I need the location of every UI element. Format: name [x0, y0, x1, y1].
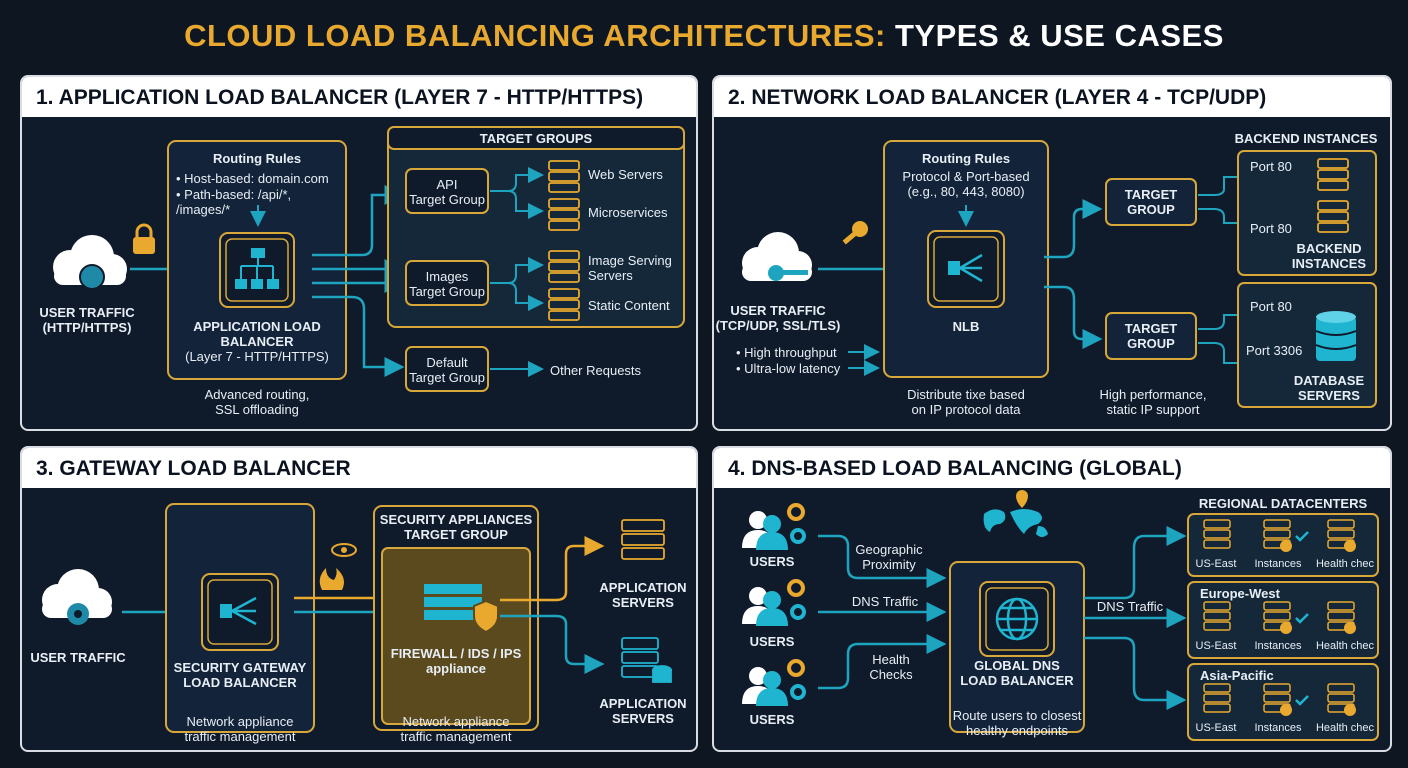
dns-diagram: [742, 490, 1379, 741]
users-icon: [742, 659, 806, 706]
server-icon: [621, 519, 665, 560]
nlb-rules-desc: Protocol & Port-based (e.g., 80, 443, 80…: [902, 169, 1030, 199]
dc2-health: Health chec: [1315, 640, 1375, 652]
lock-icon: [133, 223, 155, 254]
key-icon: [842, 221, 868, 245]
nlb-target-group-1: TARGET GROUP: [1124, 187, 1178, 217]
nlb-perf-caption: High performance, static IP support: [1099, 387, 1207, 417]
dns-users-2: USERS: [749, 634, 795, 649]
alb-web-servers: Web Servers: [588, 167, 663, 182]
server-db-icon: [621, 637, 672, 683]
dns-panel: 4. DNS-BASED LOAD BALANCING (GLOBAL): [712, 446, 1392, 752]
alb-images-group: Images Target Group: [409, 269, 485, 299]
server-icon: [548, 160, 580, 321]
dns-users-3: USERS: [749, 712, 795, 727]
nlb-lb-name: NLB: [952, 319, 980, 334]
alb-diagram: [53, 126, 685, 392]
glb-app-servers-1: APPLICATION SERVERS: [599, 580, 687, 610]
nlb-port3306: Port 3306: [1246, 343, 1303, 358]
dns-regional-title: REGIONAL DATACENTERS: [1198, 496, 1368, 511]
dc2-us-east: US-East: [1195, 640, 1237, 652]
dc3-health: Health chec: [1315, 722, 1375, 734]
alb-rules-path: • Path-based: /api/*, /images/*: [176, 187, 292, 217]
alb-rules-host: • Host-based: domain.com: [176, 171, 329, 186]
alb-groups-title: TARGET GROUPS: [479, 131, 593, 146]
world-map-icon: [983, 490, 1048, 537]
nlb-port80-a: Port 80: [1250, 159, 1292, 174]
cloud-gear-icon: [42, 569, 112, 625]
fire-eye-icon: [319, 543, 357, 590]
nlb-heading: 2. NETWORK LOAD BALANCER (LAYER 4 - TCP/…: [714, 77, 1390, 117]
nlb-diagram: [742, 140, 1377, 408]
glb-panel: 3. GATEWAY LOAD BALANCER: [20, 446, 698, 752]
dc3-instances: Instances: [1254, 722, 1302, 734]
glb-lb-caption: Network appliance traffic management: [184, 714, 296, 744]
alb-lb-name: APPLICATION LOAD BALANCER: [193, 319, 321, 349]
alb-microservices: Microservices: [588, 205, 668, 220]
dc1-instances: Instances: [1254, 558, 1302, 570]
nlb-high-throughput: • High throughput: [736, 345, 837, 360]
check-badge-icons: [1280, 540, 1356, 716]
network-icon: [948, 253, 983, 283]
glb-lb-name: SECURITY GATEWAY LOAD BALANCER: [173, 660, 307, 690]
dns-caption: Route users to closest healthy endpoints: [952, 708, 1082, 738]
glb-appliance-caption: Network appliance traffic management: [400, 714, 512, 744]
nlb-low-latency: • Ultra-low latency: [736, 361, 841, 376]
dc3-us-east: US-East: [1195, 722, 1237, 734]
users-icon: [742, 503, 806, 550]
dns-lb-name: GLOBAL DNS LOAD BALANCER: [960, 658, 1074, 688]
nlb-backend-title: BACKEND INSTANCES: [1234, 131, 1378, 146]
page-title: CLOUD LOAD BALANCING ARCHITECTURES: TYPE…: [184, 18, 1224, 53]
nlb-port80-c: Port 80: [1250, 299, 1292, 314]
nlb-rules-title: Routing Rules: [921, 151, 1011, 166]
alb-heading: 1. APPLICATION LOAD BALANCER (LAYER 7 - …: [22, 77, 696, 117]
nlb-backend-label: BACKEND INSTANCES: [1291, 241, 1367, 271]
dns-health: Health Checks: [869, 652, 913, 682]
alb-image-serving: Image Serving Servers: [588, 253, 672, 283]
alb-api-group: API Target Group: [409, 177, 485, 207]
nlb-db-label: DATABASE SERVERS: [1293, 373, 1365, 403]
glb-appliance-name: FIREWALL / IDS / IPS appliance: [390, 646, 522, 676]
cloud-icon: [53, 235, 127, 290]
dns-heading: 4. DNS-BASED LOAD BALANCING (GLOBAL): [714, 448, 1390, 488]
database-icon: [1315, 311, 1357, 361]
glb-diagram: [42, 503, 672, 733]
dc1-health: Health chec: [1315, 558, 1375, 570]
glb-user-traffic: USER TRAFFIC: [30, 650, 126, 665]
alb-default-group: Default Target Group: [409, 355, 485, 385]
dns-users-1: USERS: [749, 554, 795, 569]
users-icon: [742, 579, 806, 626]
alb-panel: 1. APPLICATION LOAD BALANCER (LAYER 7 - …: [20, 75, 698, 431]
glb-appliance-title: SECURITY APPLIANCES TARGET GROUP: [379, 512, 533, 542]
hierarchy-icon: [235, 248, 279, 289]
nlb-panel: 2. NETWORK LOAD BALANCER (LAYER 4 - TCP/…: [712, 75, 1392, 431]
dns-europe: Europe-West: [1200, 586, 1280, 601]
nlb-caption: Distribute tixe based on IP protocol dat…: [907, 387, 1025, 417]
dns-traffic-in: DNS Traffic: [851, 594, 919, 609]
alb-lb-sub: (Layer 7 - HTTP/HTTPS): [185, 349, 329, 364]
dns-geo: Geographic Proximity: [855, 542, 923, 572]
alb-user-traffic: USER TRAFFIC (HTTP/HTTPS): [39, 305, 135, 335]
dc2-instances: Instances: [1254, 640, 1302, 652]
glb-app-servers-2: APPLICATION SERVERS: [599, 696, 687, 726]
nlb-target-group-2: TARGET GROUP: [1124, 321, 1178, 351]
nlb-port80-b: Port 80: [1250, 221, 1292, 236]
dc1-us-east: US-East: [1195, 558, 1237, 570]
nlb-user-traffic: USER TRAFFIC (TCP/UDP, SSL/TLS): [715, 303, 841, 333]
alb-static-content: Static Content: [588, 298, 670, 313]
server-icon: [1317, 158, 1349, 233]
cloud-key-icon: [742, 232, 812, 281]
firewall-icon: [424, 584, 499, 634]
network-icon: [220, 596, 257, 626]
check-icons: [1295, 531, 1309, 706]
alb-rules-title: Routing Rules: [212, 151, 302, 166]
globe-icon: [995, 597, 1039, 641]
alb-other-requests: Other Requests: [550, 363, 642, 378]
dns-asia: Asia-Pacific: [1200, 668, 1274, 683]
alb-caption: Advanced routing, SSL offloading: [204, 387, 310, 417]
dns-traffic-out: DNS Traffic: [1096, 599, 1164, 614]
glb-heading: 3. GATEWAY LOAD BALANCER: [22, 448, 696, 488]
